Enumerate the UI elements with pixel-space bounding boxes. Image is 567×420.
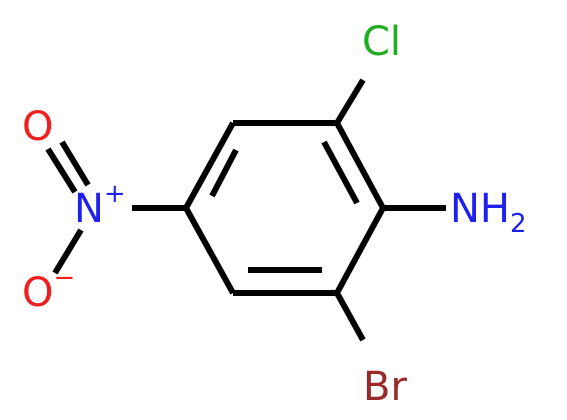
ring-double-bond-c1-c2 (321, 140, 360, 205)
nitrogen-charge: + (104, 179, 126, 209)
oxygen-bottom-label: O− (22, 263, 75, 316)
bromine-label: Br (363, 364, 407, 410)
oxygen-charge: − (53, 263, 75, 293)
bond-c6-br (334, 291, 366, 342)
bond-c2-cl (334, 78, 366, 125)
ring-bond-c3-c4 (183, 121, 236, 210)
ring-double-bond-c3-c4 (209, 148, 239, 198)
ring-bond-c4-c5 (183, 206, 236, 295)
amine-subscript: 2 (510, 209, 527, 239)
bond-n-o-bottom (52, 228, 84, 275)
oxygen-top-label: O (22, 104, 53, 150)
atom-labels: Cl Br NH2 N+ O O− (22, 19, 527, 410)
double-bond-n-o-top-b (45, 147, 78, 194)
double-bond-n-o-top-a (59, 140, 91, 187)
ring-bond-c1-c2 (334, 121, 386, 210)
ring-bond-c6-c1 (334, 206, 386, 295)
amine-label: NH2 (450, 186, 527, 239)
bonds (45, 78, 446, 342)
nitro-nitrogen-label: N+ (74, 179, 126, 232)
chlorine-label: Cl (362, 19, 401, 65)
